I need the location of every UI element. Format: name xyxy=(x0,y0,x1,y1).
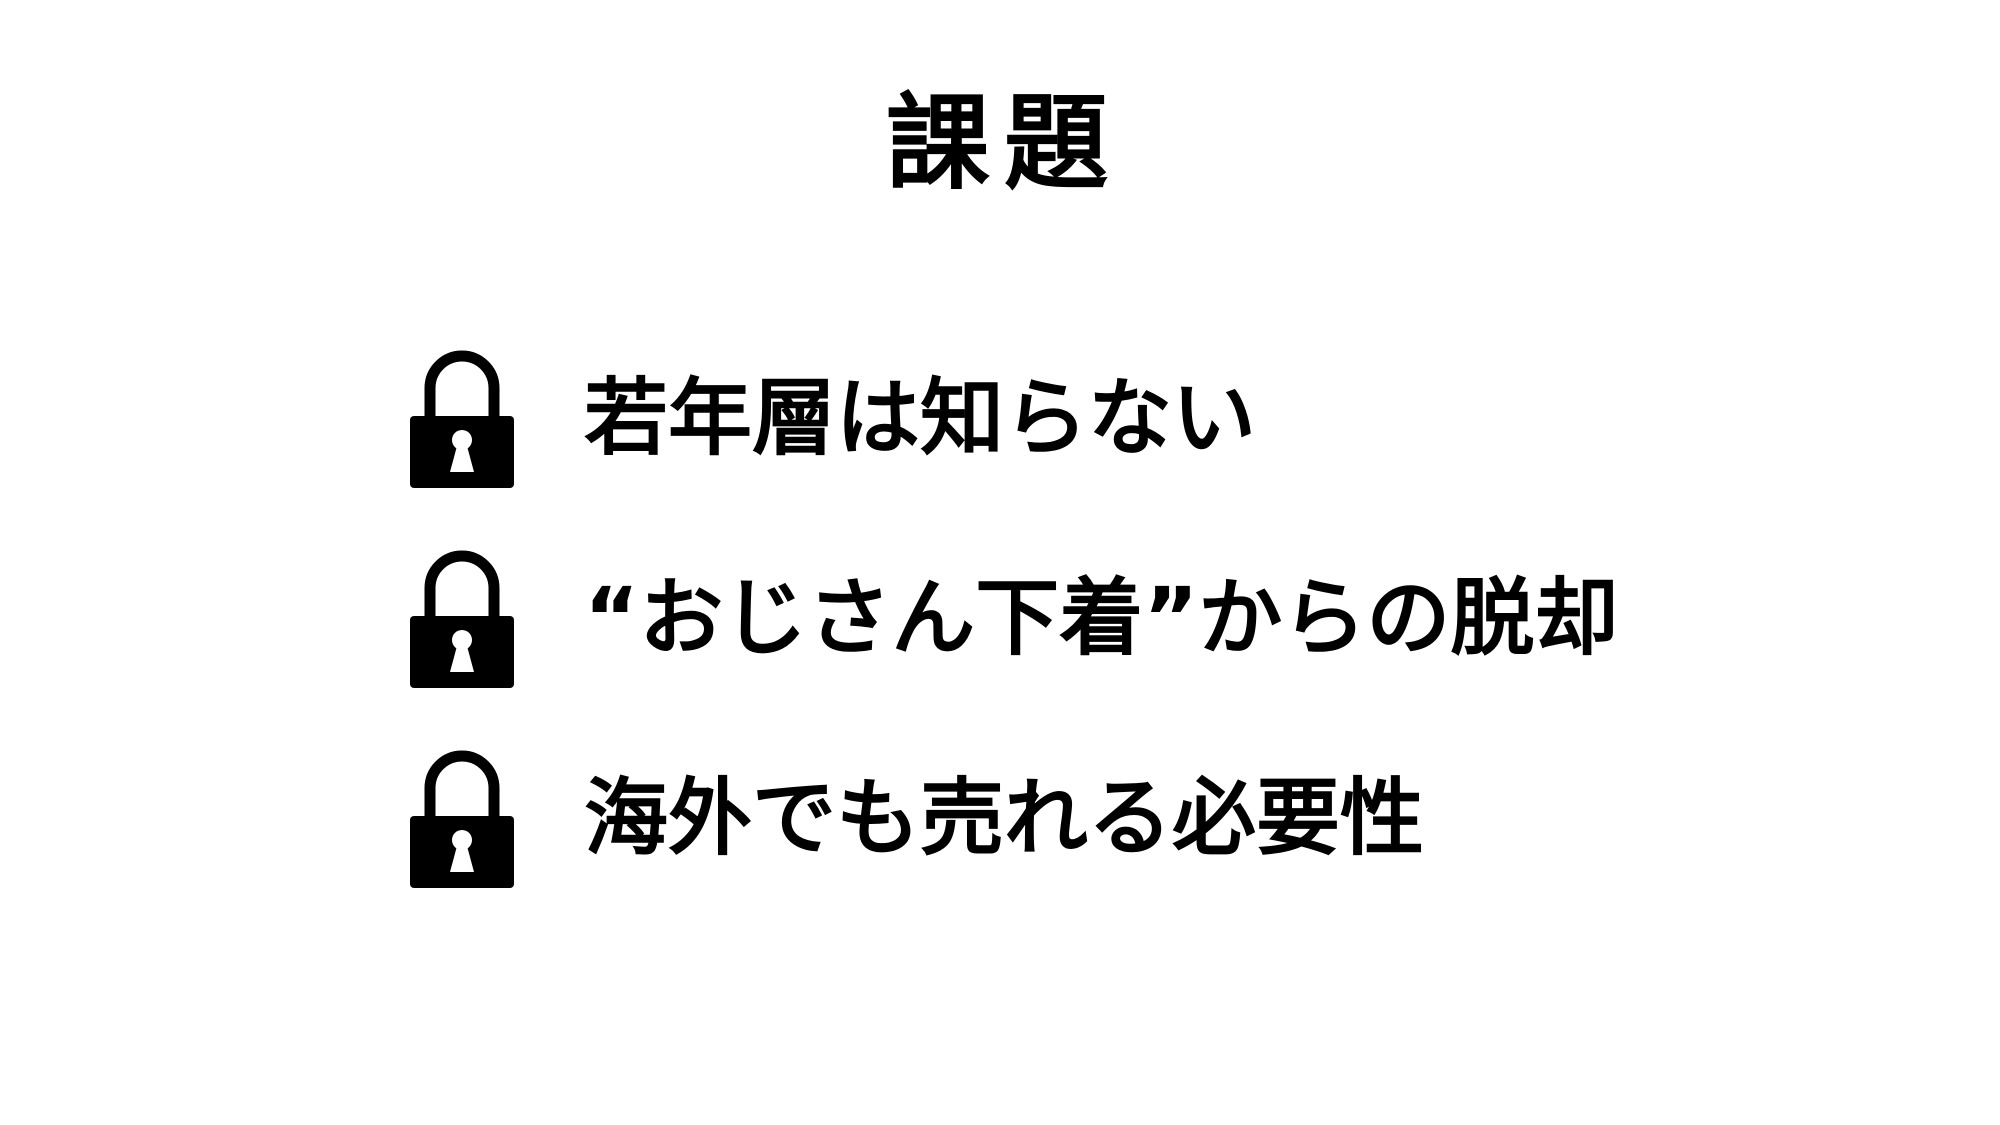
lock-icon xyxy=(410,750,514,888)
lock-icon xyxy=(410,550,514,688)
issue-text: 若年層は知らない xyxy=(584,369,1257,467)
slide-title: 課題 xyxy=(885,82,1122,204)
issue-item: 海外でも売れる必要性 xyxy=(410,748,1424,888)
issue-text: “おじさん下着”からの脱却 xyxy=(584,569,1619,667)
lock-icon xyxy=(410,350,514,488)
issue-text: 海外でも売れる必要性 xyxy=(584,769,1425,867)
issue-item: 若年層は知らない xyxy=(410,348,1256,488)
issue-item: “おじさん下着”からの脱却 xyxy=(410,548,1618,688)
